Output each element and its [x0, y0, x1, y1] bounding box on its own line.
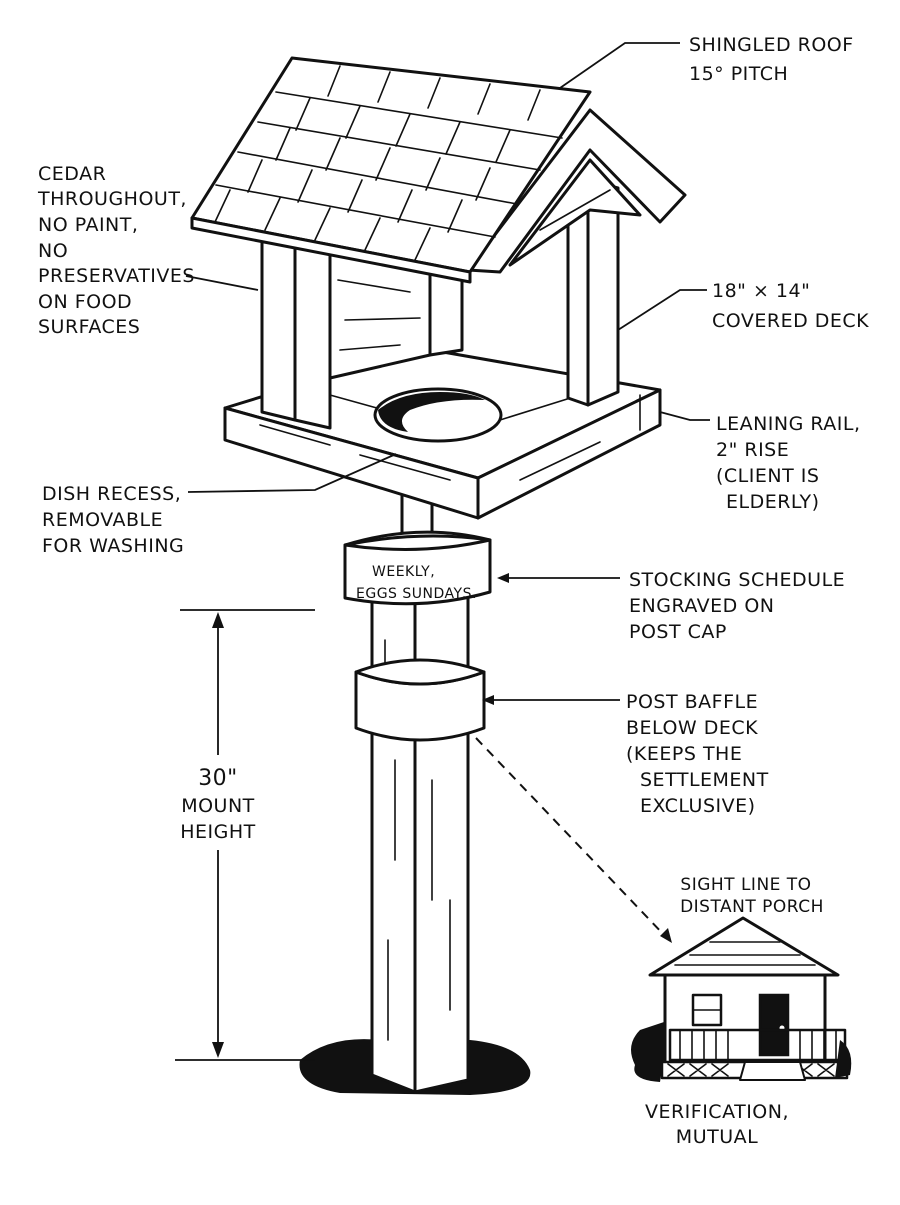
- schedule-label-line1: STOCKING SCHEDULE: [629, 569, 845, 591]
- schedule-label-line2: ENGRAVED ON: [629, 595, 775, 617]
- roof-label-line2: 15° PITCH: [689, 63, 788, 85]
- post-baffle: [354, 658, 486, 742]
- height-label-line1: 30": [198, 766, 238, 791]
- dish-label-line2: REMOVABLE: [42, 509, 163, 531]
- rail-label-line4: ELDERLY): [726, 491, 820, 513]
- height-dimension: [175, 609, 315, 1061]
- dish-label-line3: FOR WASHING: [42, 535, 184, 557]
- verification-label-line2: MUTUAL: [676, 1126, 758, 1148]
- rail-label-line3: (CLIENT IS: [716, 465, 819, 487]
- baffle-label-line1: POST BAFFLE: [626, 691, 758, 713]
- roof-label-line1: SHINGLED ROOF: [689, 34, 854, 56]
- rail-label-line2: 2" RISE: [716, 439, 789, 461]
- cedar-label-line2: THROUGHOUT,: [37, 188, 187, 210]
- distant-porch-house: [631, 916, 852, 1082]
- cedar-label-line6: ON FOOD: [38, 291, 132, 313]
- deck-label-line1: 18" × 14": [712, 280, 810, 302]
- cap-engraving-line2: EGGS SUNDAYS.: [356, 586, 477, 602]
- baffle-label-line5: EXCLUSIVE): [640, 795, 756, 817]
- shingled-roof: [190, 56, 592, 284]
- dish-recess: [373, 387, 503, 443]
- cedar-label-line5: PRESERVATIVES: [38, 265, 195, 287]
- deck-label-line2: COVERED DECK: [712, 310, 869, 332]
- leader-lines: [185, 42, 710, 943]
- cedar-label-line7: SURFACES: [38, 316, 140, 338]
- cedar-label-line1: CEDAR: [38, 163, 106, 185]
- verification-label-line1: VERIFICATION,: [645, 1101, 789, 1123]
- schedule-label-line3: POST CAP: [629, 621, 727, 643]
- cedar-label-line4: NO: [38, 240, 68, 262]
- baffle-label-line4: SETTLEMENT: [640, 769, 769, 791]
- rail-label-line1: LEANING RAIL,: [716, 413, 861, 435]
- dish-label-line1: DISH RECESS,: [42, 483, 181, 505]
- baffle-label-line3: (KEEPS THE: [626, 743, 742, 765]
- roof-gable: [466, 108, 687, 274]
- height-label-line3: HEIGHT: [180, 821, 256, 843]
- sight-label-line1: SIGHT LINE TO: [680, 875, 811, 895]
- height-label-line2: MOUNT: [181, 795, 255, 817]
- cedar-label-line3: NO PAINT,: [38, 214, 138, 236]
- baffle-label-line2: BELOW DECK: [626, 717, 758, 739]
- sight-label-line2: DISTANT PORCH: [680, 897, 824, 917]
- cap-engraving-line1: WEEKLY,: [372, 564, 435, 580]
